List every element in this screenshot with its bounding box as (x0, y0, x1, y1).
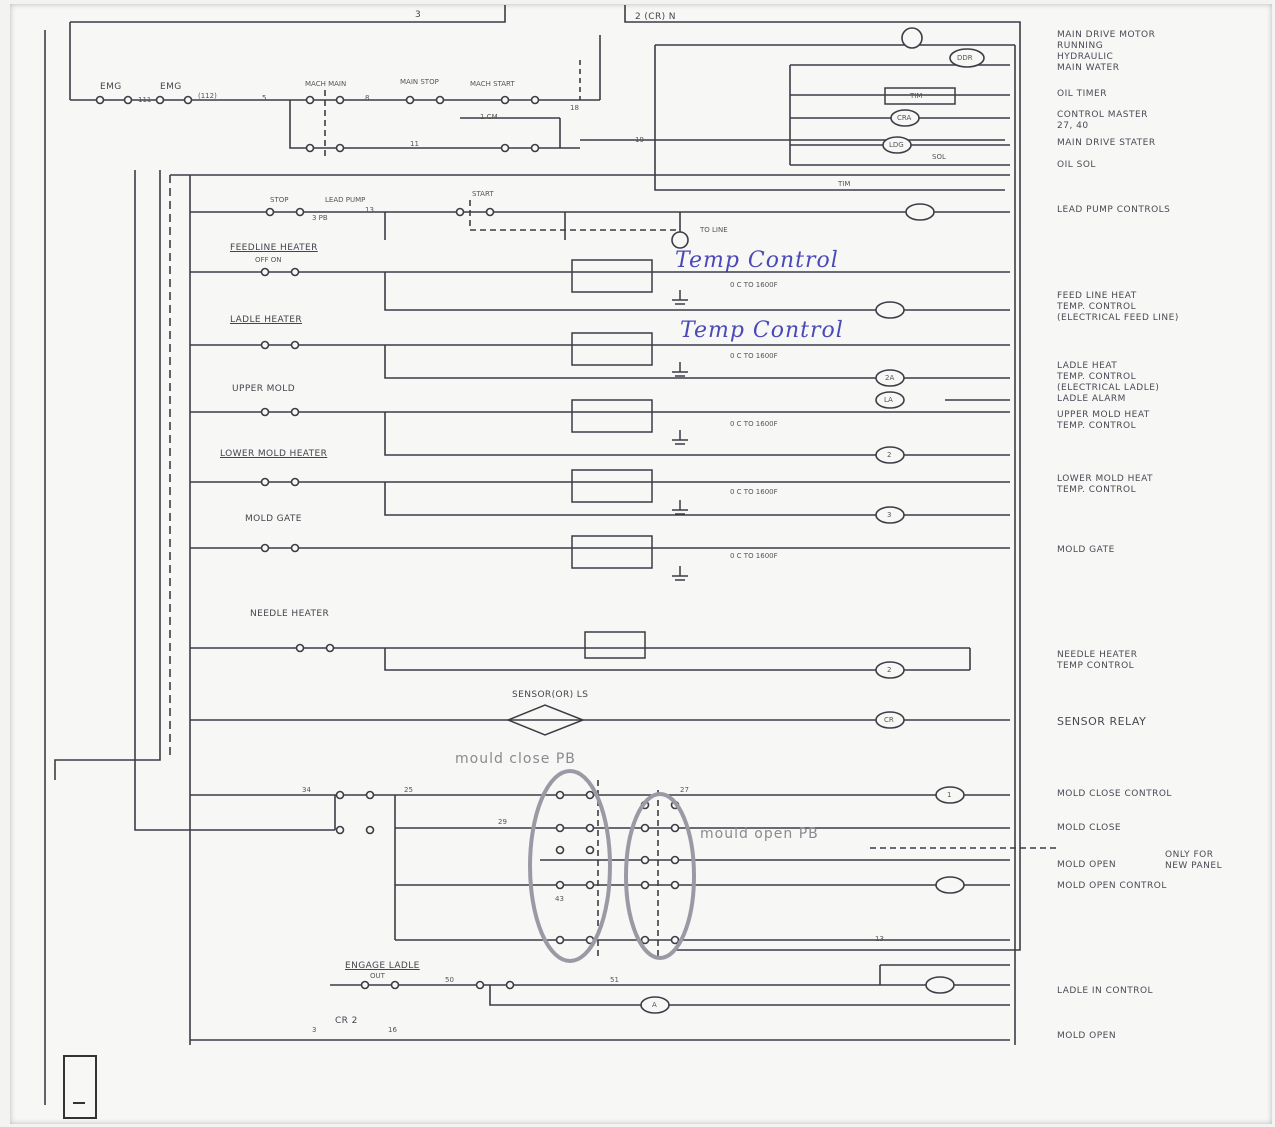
wire-50: 50 (445, 976, 454, 984)
right-label-main-drive-stater: MAIN DRIVE STATER (1057, 138, 1156, 148)
mould-close-pb-label: mould close PB (455, 751, 576, 767)
side-note: ONLY FOR NEW PANEL (1165, 850, 1223, 871)
wire-25: 25 (404, 786, 413, 794)
wire-19: 19 (635, 136, 644, 144)
right-label-mold-open-2: MOLD OPEN (1057, 1031, 1117, 1041)
pb-label: 3 PB (312, 214, 328, 222)
mould-open-pb-label: mould open PB (700, 826, 819, 842)
wire-43: 43 (555, 895, 564, 903)
right-label-mold-open: MOLD OPEN (1057, 860, 1117, 870)
right-label-control-master: CONTROL MASTER 27, 40 (1057, 110, 1148, 131)
mach-start-label: MACH START (470, 80, 515, 88)
handwritten-note-1: Temp Control (675, 248, 839, 273)
start-label: START (472, 190, 494, 198)
wire-16: 16 (388, 1026, 397, 1034)
to-line-label: TO LINE (700, 226, 728, 234)
cr-on-label: 2 (CR) N (635, 12, 676, 22)
right-label-sensor-relay: SENSOR RELAY (1057, 715, 1147, 728)
mach-main-label: MACH MAIN (305, 80, 347, 88)
lower-mold-heater-label: LOWER MOLD HEATER (220, 449, 328, 459)
coil-cr: CR (884, 716, 894, 724)
main-stop-label: MAIN STOP (400, 78, 439, 86)
right-label-feed-line: FEED LINE HEAT TEMP. CONTROL (ELECTRICAL… (1057, 291, 1179, 323)
coil-la: LA (884, 396, 893, 404)
temp-range-1: 0 C TO 1600F (730, 281, 778, 289)
right-label-mold-close: MOLD CLOSE (1057, 823, 1122, 833)
wire-112: (112) (198, 92, 217, 100)
mold-gate-label: MOLD GATE (245, 514, 302, 524)
wire-5: 5 (262, 94, 267, 102)
ladle-heater-label: LADLE HEATER (230, 315, 303, 325)
coil-ddr: DDR (957, 54, 973, 62)
temp-range-5: 0 C TO 1600F (730, 552, 778, 560)
needle-heater-label: NEEDLE HEATER (250, 609, 330, 619)
right-label-upper-mold: UPPER MOLD HEAT TEMP. CONTROL (1057, 410, 1150, 431)
coil-sol: SOL (932, 153, 946, 161)
right-label-main-drive: MAIN DRIVE MOTOR RUNNING HYDRAULIC MAIN … (1057, 30, 1156, 73)
schematic-sheet (10, 4, 1272, 1124)
lead-pump-label: LEAD PUMP (325, 196, 366, 204)
coil-a: A (652, 1001, 657, 1009)
coil-2a: 2A (885, 374, 895, 382)
wire-13: 13 (365, 206, 374, 214)
corner-mark (73, 1102, 85, 1104)
cr2-label: CR 2 (335, 1016, 358, 1026)
coil-cra: CRA (897, 114, 912, 122)
right-label-lower-mold: LOWER MOLD HEAT TEMP. CONTROL (1057, 474, 1154, 495)
upper-mold-label: UPPER MOLD (232, 384, 296, 394)
tim-label: TIM (838, 180, 851, 188)
right-label-oil-sol: OIL SOL (1057, 160, 1096, 170)
right-label-lead-pump: LEAD PUMP CONTROLS (1057, 205, 1171, 215)
wire-34: 34 (302, 786, 311, 794)
coil-1: 1 (947, 791, 952, 799)
handwritten-note-2: Temp Control (680, 318, 844, 343)
wire-111: 111 (138, 96, 152, 104)
coil-3: 3 (887, 511, 892, 519)
wire-51: 51 (610, 976, 619, 984)
right-label-mold-open-control: MOLD OPEN CONTROL (1057, 881, 1167, 891)
wire-27: 27 (680, 786, 689, 794)
coil-2: 2 (887, 451, 892, 459)
temp-range-3: 0 C TO 1600F (730, 420, 778, 428)
right-label-mold-close-control: MOLD CLOSE CONTROL (1057, 789, 1172, 799)
stop-label: STOP (270, 196, 289, 204)
right-label-mold-gate: MOLD GATE (1057, 545, 1115, 555)
wire-13b: 13 (875, 935, 884, 943)
wire-29: 29 (498, 818, 507, 826)
wire-11: 11 (410, 140, 419, 148)
emg-label-1: EMG (100, 82, 122, 92)
page-corner-box (63, 1055, 97, 1119)
sensor-label: SENSOR(OR) LS (512, 690, 589, 700)
emg-label-2: EMG (160, 82, 182, 92)
wire-18: 18 (570, 104, 579, 112)
wire-8: 8 (365, 94, 370, 102)
temp-range-4: 0 C TO 1600F (730, 488, 778, 496)
right-label-ladle-heat: LADLE HEAT TEMP. CONTROL (ELECTRICAL LAD… (1057, 361, 1160, 404)
right-label-needle-heater: NEEDLE HEATER TEMP CONTROL (1057, 650, 1138, 671)
wire-3-label: 3 (415, 10, 422, 20)
coil-ldg: LDG (889, 141, 904, 149)
coil-2b: 2 (887, 666, 892, 674)
temp-range-2: 0 C TO 1600F (730, 352, 778, 360)
right-label-ladle-in-control: LADLE IN CONTROL (1057, 986, 1154, 996)
out-label: OUT (370, 972, 385, 980)
right-label-oil-timer: OIL TIMER (1057, 89, 1107, 99)
off-on-label: OFF ON (255, 256, 282, 264)
coil-tim: TIM (910, 92, 923, 100)
feedline-heater-label: FEEDLINE HEATER (230, 243, 318, 253)
wire-3b: 3 (312, 1026, 317, 1034)
cm-contact-label: 1 CM (480, 113, 498, 121)
engage-ladle-label: ENGAGE LADLE (345, 961, 420, 971)
